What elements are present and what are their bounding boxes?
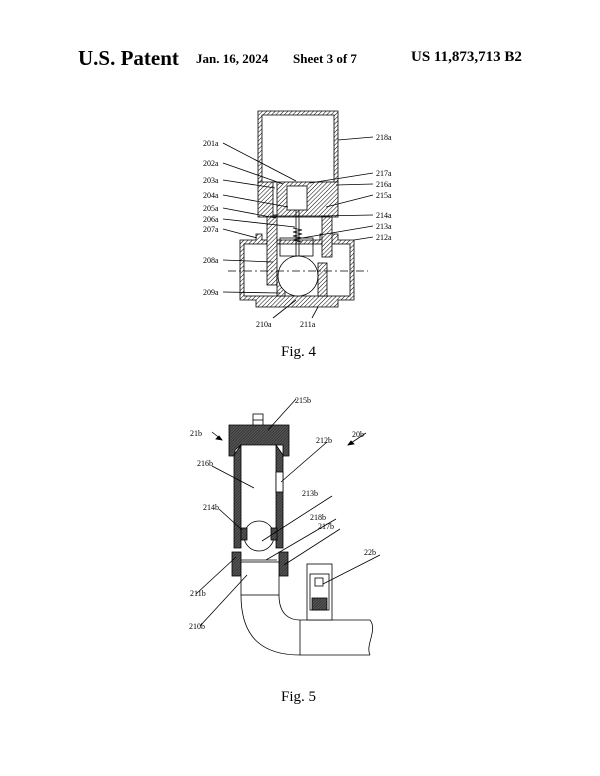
label-21b: 21b — [190, 429, 202, 438]
fig4-labels: 201a 202a 203a 204a 205a 206a 207a 208a … — [203, 133, 392, 329]
label-217a: 217a — [376, 169, 392, 178]
label-202a: 202a — [203, 159, 219, 168]
label-207a: 207a — [203, 225, 219, 234]
label-212b: 212b — [316, 436, 332, 445]
label-215b: 215b — [295, 396, 311, 405]
label-218a: 218a — [376, 133, 392, 142]
label-203a: 203a — [203, 176, 219, 185]
label-214a: 214a — [376, 211, 392, 220]
label-215a: 215a — [376, 191, 392, 200]
label-211a: 211a — [300, 320, 316, 329]
label-201a: 201a — [203, 139, 219, 148]
label-20b: 20b — [352, 430, 364, 439]
label-216a: 216a — [376, 180, 392, 189]
label-208a: 208a — [203, 256, 219, 265]
fig5-caption: Fig. 5 — [281, 689, 317, 705]
label-22b: 22b — [364, 548, 376, 557]
label-205a: 205a — [203, 204, 219, 213]
label-206a: 206a — [203, 215, 219, 224]
fig5-labels: 20b 21b 22b 210b 211b 212b 213b 214b 215… — [189, 396, 376, 631]
label-209a: 209a — [203, 288, 219, 297]
patent-number: US 11,873,713 B2 — [411, 49, 522, 65]
label-213a: 213a — [376, 222, 392, 231]
fig4-drawing — [222, 110, 374, 319]
label-204a: 204a — [203, 191, 219, 200]
label-211b: 211b — [190, 589, 206, 598]
patent-title: U.S. Patent — [78, 46, 179, 70]
label-210a: 210a — [256, 320, 272, 329]
label-217b: 217b — [318, 522, 334, 531]
label-216b: 216b — [197, 459, 213, 468]
fig4-caption: Fig. 4 — [281, 344, 317, 360]
label-214b: 214b — [203, 503, 219, 512]
label-213b: 213b — [302, 489, 318, 498]
label-212a: 212a — [376, 233, 392, 242]
sheet-number: Sheet 3 of 7 — [293, 51, 357, 66]
label-218b: 218b — [310, 513, 326, 522]
patent-date: Jan. 16, 2024 — [196, 51, 269, 66]
label-210b: 210b — [189, 622, 205, 631]
fig5-drawing — [195, 398, 381, 656]
